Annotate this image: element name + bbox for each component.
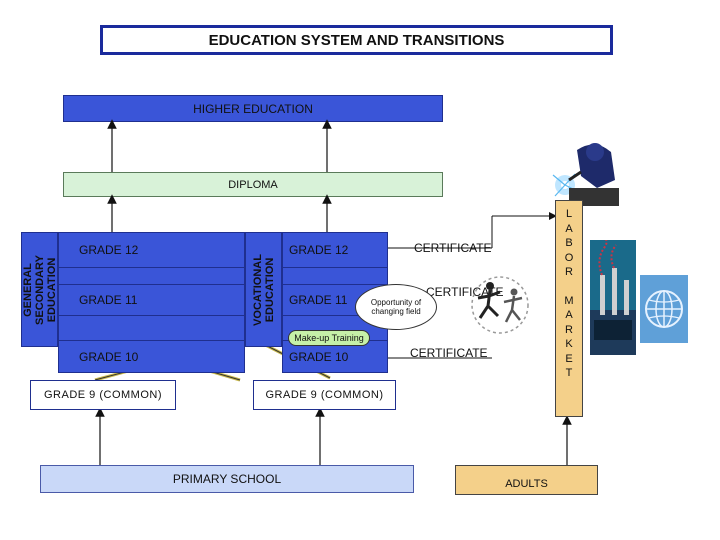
runners-image	[471, 276, 529, 334]
grade-9-common-right: GRADE 9 (COMMON)	[253, 380, 396, 410]
general-grade-10: GRADE 10	[58, 340, 245, 373]
primary-school-box: PRIMARY SCHOOL	[40, 465, 414, 493]
opportunity-bubble: Opportunity of changing field	[355, 284, 437, 330]
industry-image	[590, 240, 636, 355]
makeup-training-badge: Make-up Training	[288, 330, 370, 346]
diploma-box: DIPLOMA	[63, 172, 443, 197]
grade-9-common-left: GRADE 9 (COMMON)	[30, 380, 176, 410]
general-secondary-label: GENERAL SECONDARY EDUCATION	[21, 254, 58, 325]
vocational-label: VOCATIONAL EDUCATION	[251, 253, 276, 326]
general-secondary-label-box: GENERAL SECONDARY EDUCATION	[21, 232, 58, 347]
certificate-grade-10: CERTIFICATE	[410, 346, 488, 360]
adults-box: ADULTS	[455, 465, 598, 495]
globe-image	[640, 275, 688, 343]
certificate-grade-12: CERTIFICATE	[414, 241, 492, 255]
vocational-label-box: VOCATIONAL EDUCATION	[245, 232, 282, 347]
page-title: EDUCATION SYSTEM AND TRANSITIONS	[100, 25, 613, 55]
vocational-grade-12: GRADE 12	[282, 232, 388, 268]
general-grade-12: GRADE 12	[58, 232, 245, 268]
welder-image	[535, 130, 625, 210]
general-grade-11: GRADE 11	[58, 284, 245, 316]
higher-education-box: HIGHER EDUCATION	[63, 95, 443, 122]
